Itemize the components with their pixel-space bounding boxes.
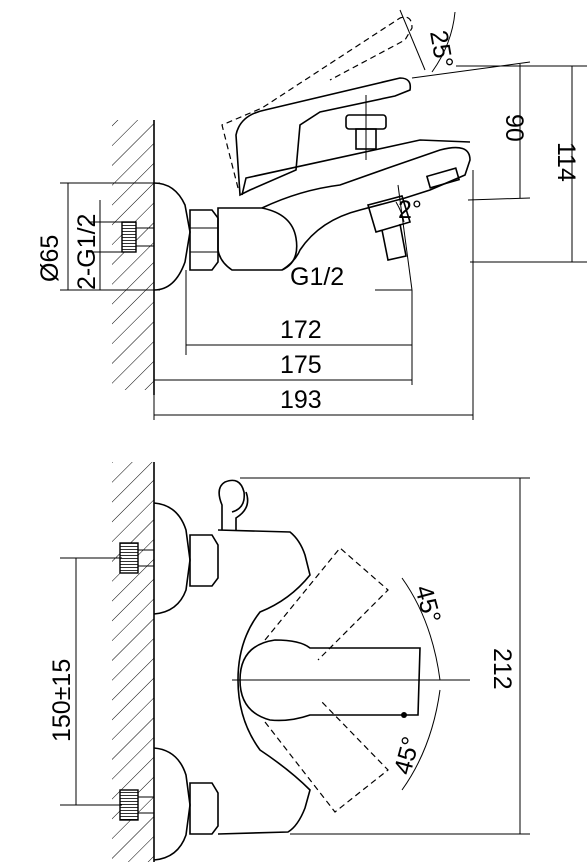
dim-height-total: 114 [552,142,580,182]
dim-depth-172: 172 [280,316,322,344]
flange-top [153,502,191,615]
dim-center-distance: 150±15 [48,659,76,742]
flange-bottom [153,747,191,861]
lever-rotated-down [264,699,389,813]
dim-depth-193: 193 [280,386,322,414]
dim-outlet-thread: G1/2 [290,263,344,291]
dim-depth-175: 175 [280,351,322,379]
inlet-thread [121,221,137,253]
wall-flange [153,182,191,291]
dim-height-handle: 90 [500,114,528,142]
inlet-bottom [119,789,139,821]
lever-handle [239,639,421,722]
dim-spout-angle: 2° [398,196,422,224]
handle-tilted-dashed [221,16,413,189]
mixer-body [217,207,298,271]
inlet-top [119,542,139,574]
shower-hook [218,479,246,530]
dim-flange-diameter: Ø65 [36,235,64,282]
mixer-body-front [217,529,311,835]
connector-nut [189,209,219,271]
dim-width-total: 212 [488,648,516,690]
dim-handle-tilt: 25° [424,28,458,70]
front-view: 45° 45° 212 150±15 [48,462,530,862]
spout-outlet [366,195,412,233]
handle-solid [235,77,412,197]
dim-inlet-thread: 2-G1/2 [73,214,101,290]
lever-rotated-up [264,547,389,661]
wall-hatch-top [112,120,154,390]
side-view: 25° 90 114 2° G1/2 Ø65 2-G1/2 172 1 [36,9,587,420]
dim-rotation-down: 45° [389,734,426,778]
dim-rotation-up: 45° [409,582,446,626]
